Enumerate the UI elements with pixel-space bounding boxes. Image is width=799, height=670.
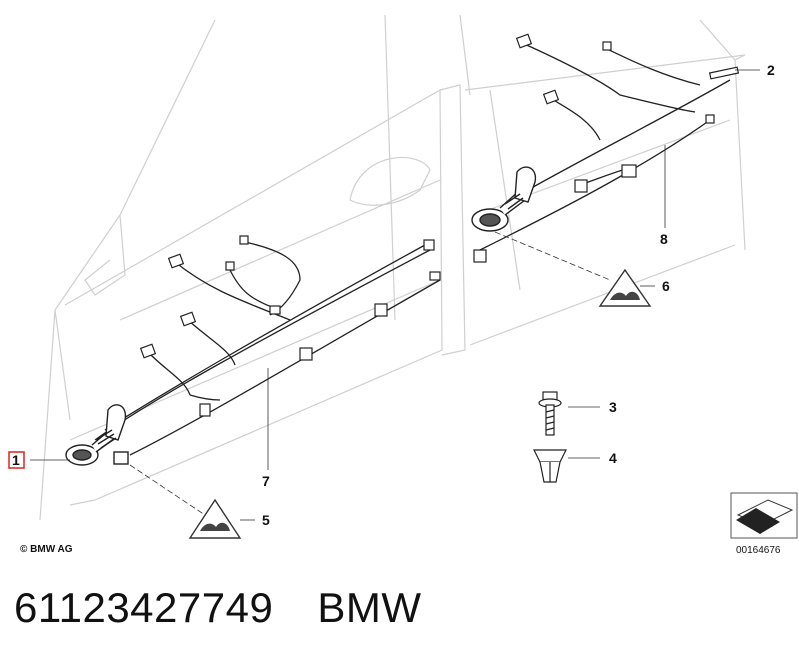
callout-6[interactable]: 6 bbox=[662, 278, 670, 294]
clip-nut-icon bbox=[533, 449, 567, 483]
brand-name: BMW bbox=[317, 584, 422, 631]
front-door-connectors bbox=[139, 235, 441, 417]
wiring-diagram: 1 2 3 4 5 6 7 8 © BMW AG 00164676 bbox=[8, 14, 798, 556]
front-door-wiring-harness bbox=[94, 241, 441, 456]
callout-3[interactable]: 3 bbox=[609, 399, 617, 415]
callout-4[interactable]: 4 bbox=[609, 450, 617, 466]
warning-triangle-icon bbox=[188, 498, 242, 539]
callout-5[interactable]: 5 bbox=[262, 512, 270, 528]
callout-2[interactable]: 2 bbox=[767, 62, 775, 78]
part-number-title: 61123427749 BMW bbox=[14, 584, 465, 632]
leader-lines bbox=[30, 69, 760, 521]
rear-door-connectors bbox=[473, 33, 740, 263]
diagram-code-label: 00164676 bbox=[736, 545, 781, 556]
arrow-corner-icon bbox=[730, 492, 798, 539]
warning-triangle-icon bbox=[598, 268, 652, 307]
callout-7[interactable]: 7 bbox=[262, 473, 270, 489]
car-body-outline bbox=[39, 14, 746, 521]
screw-icon bbox=[538, 391, 562, 436]
copyright-label: © BMW AG bbox=[20, 544, 73, 555]
callout-1[interactable]: 1 bbox=[12, 452, 20, 468]
rear-grommet bbox=[471, 166, 537, 232]
part-number: 61123427749 bbox=[14, 584, 274, 631]
rear-door-wiring-harness bbox=[479, 41, 731, 251]
front-grommet bbox=[65, 404, 129, 466]
callout-8[interactable]: 8 bbox=[660, 231, 668, 247]
callout-1-highlight bbox=[8, 451, 25, 469]
